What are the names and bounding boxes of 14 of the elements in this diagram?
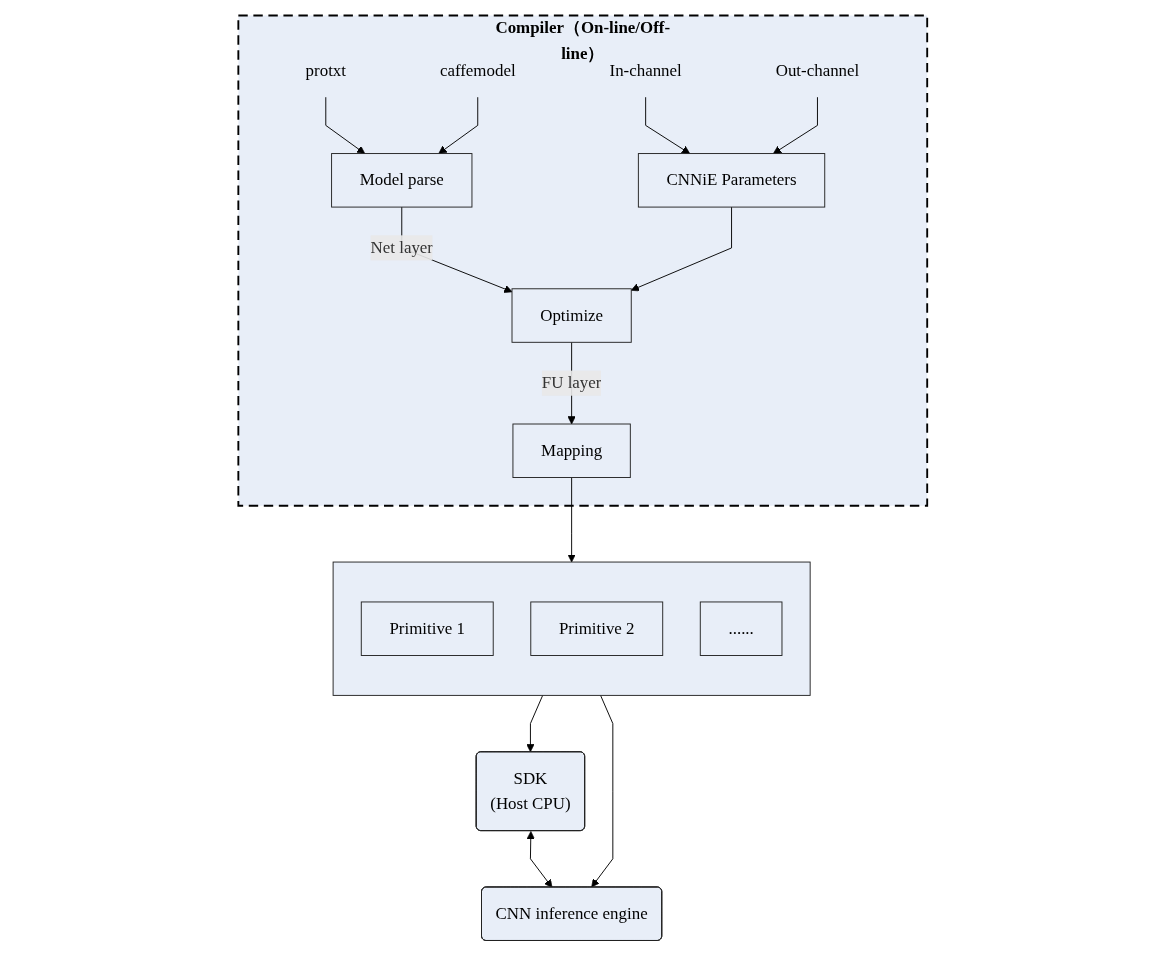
node-box: ...... xyxy=(700,601,783,656)
edge-label: FU layer xyxy=(542,373,602,393)
node-box: Primitive 1 xyxy=(361,601,494,656)
node-text: caffemodel xyxy=(440,60,516,80)
edge-label: Net layer xyxy=(370,238,434,257)
node-box: Model parse xyxy=(331,153,473,208)
node-text: Out-channel xyxy=(775,60,860,80)
node-text: In-channel xyxy=(609,60,682,80)
node-box: Mapping xyxy=(512,423,631,478)
node-box: CNNiE Parameters xyxy=(638,153,826,208)
node-box: Primitive 2 xyxy=(530,601,664,656)
cluster xyxy=(332,561,811,696)
node-text: protxt xyxy=(305,60,347,80)
node-box: Optimize xyxy=(511,288,632,343)
